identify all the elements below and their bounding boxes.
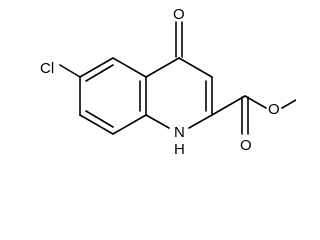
- bond-c5-c6: [79, 57, 114, 78]
- molecule-structure-canvas: Cl O N H O O: [40, 6, 296, 158]
- bond-n1-c8a: [145, 114, 170, 129]
- bond-c2-ester-carbon: [211, 95, 246, 116]
- double-bond-c7-c8-inner: [85, 110, 114, 128]
- chlorine-atom-label: Cl: [40, 60, 54, 77]
- bond-ether-o-methyl: [281, 99, 296, 109]
- bond-c6-cl: [59, 64, 81, 78]
- nitrogen-hydrogen-label: H: [174, 141, 185, 158]
- ester-ether-oxygen-label: O: [268, 101, 280, 118]
- benzene-ring: [79, 57, 147, 135]
- bond-c4a-c4: [145, 57, 180, 78]
- bond-c8-c8a: [112, 114, 147, 135]
- bond-ester-carbon-ether-o: [244, 95, 267, 109]
- ester-carbonyl-oxygen-label: O: [240, 137, 252, 154]
- double-bond-c5-c6-inner: [85, 64, 114, 82]
- bond-c4a-c5: [112, 57, 147, 78]
- bond-c4-c3: [178, 57, 213, 78]
- pyridinone-ring: [145, 57, 213, 129]
- bond-c2-n1: [188, 114, 213, 129]
- nitrogen-atom-label: N: [174, 124, 185, 141]
- carbonyl-oxygen-label: O: [173, 6, 185, 23]
- bond-c7-c8: [79, 114, 114, 135]
